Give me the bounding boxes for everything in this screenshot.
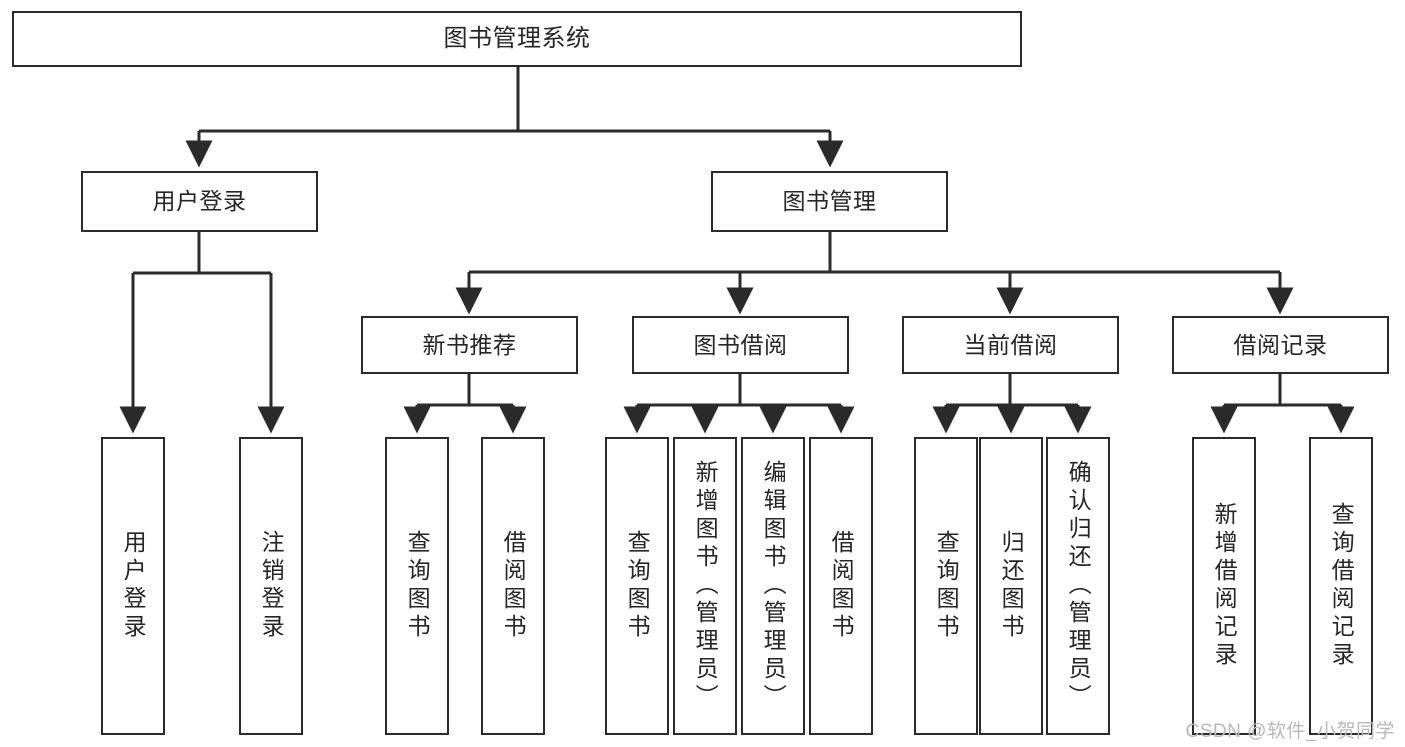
node-user-login[interactable]: 用户登录 — [81, 171, 318, 232]
node-label: 用户登录 — [152, 188, 247, 215]
leaf-book-borrow-add-book-admin[interactable]: 新增图书（管理员） — [673, 437, 737, 735]
node-label: 新增借阅记录 — [1211, 502, 1238, 670]
node-label: 查询图书 — [404, 530, 431, 642]
node-root-system[interactable]: 图书管理系统 — [12, 11, 1022, 67]
node-label: 用户登录 — [120, 530, 147, 642]
leaf-new-book-query-book[interactable]: 查询图书 — [385, 437, 449, 735]
node-book-management[interactable]: 图书管理 — [711, 171, 948, 232]
node-label: 查询图书 — [933, 530, 960, 642]
node-label: 图书借阅 — [693, 331, 788, 358]
node-book-borrow[interactable]: 图书借阅 — [632, 316, 849, 374]
node-label: 编辑图书（管理员） — [760, 460, 787, 712]
leaf-user-login-logout[interactable]: 注销登录 — [239, 437, 303, 735]
leaf-new-book-borrow-book[interactable]: 借阅图书 — [481, 437, 545, 735]
leaf-current-borrow-query-book[interactable]: 查询图书 — [914, 437, 978, 735]
node-label: 查询借阅记录 — [1328, 502, 1355, 670]
node-label: 图书管理 — [782, 188, 877, 215]
node-label: 图书管理系统 — [443, 25, 591, 53]
node-label: 借阅记录 — [1233, 331, 1328, 358]
node-label: 当前借阅 — [963, 331, 1058, 358]
leaf-user-login-login[interactable]: 用户登录 — [101, 437, 165, 735]
node-label: 查询图书 — [624, 530, 651, 642]
leaf-book-borrow-borrow-book[interactable]: 借阅图书 — [809, 437, 873, 735]
node-label: 归还图书 — [998, 530, 1025, 642]
leaf-current-borrow-return-book[interactable]: 归还图书 — [979, 437, 1043, 735]
watermark-text: CSDN @软件_小贺同学 — [1185, 721, 1395, 742]
node-label: 新书推荐 — [422, 331, 517, 358]
node-new-book-recommend[interactable]: 新书推荐 — [361, 316, 578, 374]
leaf-book-borrow-edit-book-admin[interactable]: 编辑图书（管理员） — [741, 437, 805, 735]
leaf-records-add-record[interactable]: 新增借阅记录 — [1192, 437, 1256, 735]
leaf-book-borrow-query-book[interactable]: 查询图书 — [605, 437, 669, 735]
node-label: 注销登录 — [258, 530, 285, 642]
node-label: 新增图书（管理员） — [692, 460, 719, 712]
node-current-borrow[interactable]: 当前借阅 — [902, 316, 1119, 374]
node-label: 借阅图书 — [828, 530, 855, 642]
node-label: 确认归还（管理员） — [1065, 460, 1092, 712]
leaf-records-query-record[interactable]: 查询借阅记录 — [1309, 437, 1373, 735]
leaf-current-borrow-confirm-return-admin[interactable]: 确认归还（管理员） — [1046, 437, 1110, 735]
node-borrow-records[interactable]: 借阅记录 — [1172, 316, 1389, 374]
node-label: 借阅图书 — [500, 530, 527, 642]
